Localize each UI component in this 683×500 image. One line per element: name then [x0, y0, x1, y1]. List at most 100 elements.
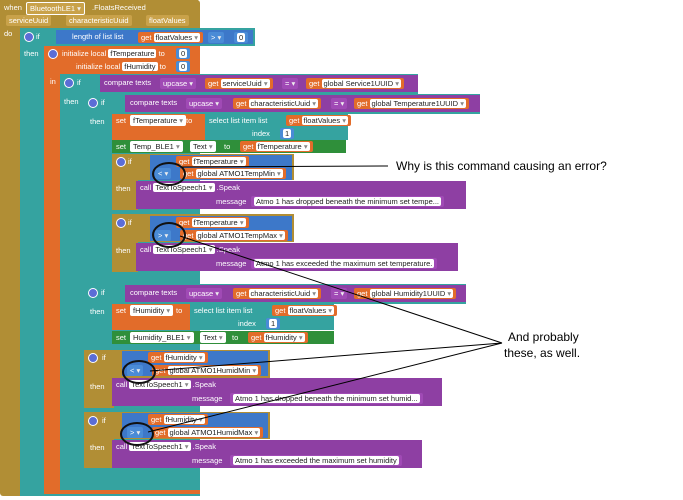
to-label-2: to [224, 142, 231, 151]
text-prop-field-2[interactable]: Text ▾ [200, 332, 226, 343]
index-one-1[interactable]: 1 [280, 128, 295, 139]
select-list-item-label-2: select list item list [194, 306, 253, 315]
then-label-1: then [24, 49, 39, 58]
get-floatValues-2[interactable]: get floatValues ▾ [286, 115, 351, 126]
then-label-7: then [90, 382, 105, 391]
humid-ble-field[interactable]: Humidity_BLE1 ▾ [130, 332, 194, 343]
get-humidmax[interactable]: get global ATMO1HumidMax ▾ [152, 427, 264, 438]
then-label-4: then [116, 184, 131, 193]
call-label-1: call TextToSpeech1 ▾ .Speak [140, 183, 240, 192]
get-humidmin[interactable]: get global ATMO1HumidMin ▾ [152, 365, 262, 376]
get-humidity1uuid[interactable]: get global Humidity1UUID ▾ [354, 288, 457, 299]
gear-icon-6[interactable] [116, 218, 126, 228]
annotation-ring-2 [152, 222, 186, 248]
to-label-3: to [176, 306, 183, 315]
if-label-7: if [102, 353, 106, 362]
get-serviceUuid[interactable]: get serviceUuid ▾ [205, 78, 273, 89]
get-fhumid-2[interactable]: get fHumidity ▾ [148, 352, 208, 363]
param-serviceUuid[interactable]: serviceUuid [6, 15, 52, 26]
zero-number[interactable]: 0 [234, 32, 249, 43]
then-label-5: then [116, 246, 131, 255]
upcase-3[interactable]: upcase ▾ [186, 288, 223, 299]
gear-icon-3[interactable] [64, 78, 74, 88]
if-label-3: if [101, 98, 105, 107]
upcase-2[interactable]: upcase ▾ [186, 98, 223, 109]
init-local-label-2: initialize local fHumidity to [76, 62, 166, 71]
annotation-ring-3 [122, 360, 156, 384]
compare-texts-label-3: compare texts [130, 288, 178, 297]
to-label-4: to [232, 333, 239, 342]
get-ftemp-1[interactable]: get fTemperature ▾ [240, 141, 313, 152]
init-local-label-1: initialize local fTemperature to [62, 49, 165, 58]
text-prop-field-1[interactable]: Text ▾ [190, 141, 216, 152]
zero-temp[interactable]: 0 [176, 48, 191, 59]
message-label-2: message [216, 259, 247, 268]
index-label-1: index [252, 129, 270, 138]
get-ftemp-3[interactable]: get fTemperature ▾ [176, 217, 249, 228]
then-label-8: then [90, 443, 105, 452]
then-label-6: then [90, 307, 105, 316]
zero-humid[interactable]: 0 [176, 61, 191, 72]
if-label: if [36, 32, 40, 41]
gear-icon-2[interactable] [48, 49, 58, 59]
get-characteristicUuid-2[interactable]: get characteristicUuid ▾ [233, 288, 321, 299]
then-label-3: then [90, 117, 105, 126]
msg-humid-min[interactable]: Atmo 1 has dropped beneath the minimum s… [230, 393, 423, 404]
fhumid-var-field[interactable]: fHumidity ▾ [130, 305, 174, 316]
annotation-probably-1: And probably [508, 330, 579, 344]
get-fhumid-1[interactable]: get fHumidity ▾ [248, 332, 308, 343]
compare-texts-label-2: compare texts [130, 98, 178, 107]
do-label: do [4, 29, 13, 38]
when-label: when [4, 3, 22, 12]
then-label-2: then [64, 97, 79, 106]
get-temperature1uuid[interactable]: get global Temperature1UUID ▾ [354, 98, 469, 109]
ftemp-var-field[interactable]: fTemperature ▾ [130, 115, 187, 126]
if-label-5: if [128, 218, 132, 227]
get-tempmin[interactable]: get global ATMO1TempMin ▾ [180, 168, 286, 179]
get-characteristicUuid-1[interactable]: get characteristicUuid ▾ [233, 98, 321, 109]
message-label-4: message [192, 456, 223, 465]
upcase-1[interactable]: upcase ▾ [160, 78, 197, 89]
set-label-2: set [116, 142, 127, 151]
get-fhumid-3[interactable]: get fHumidity ▾ [148, 414, 208, 425]
eq-2[interactable]: = ▾ [331, 98, 348, 109]
param-characteristicUuid[interactable]: characteristicUuid [66, 15, 132, 26]
param-floatValues[interactable]: floatValues [146, 15, 189, 26]
set-label-4: set [116, 333, 127, 342]
set-label-3: set [116, 306, 127, 315]
annotation-ring-1 [152, 162, 186, 186]
gear-icon-7[interactable] [88, 288, 98, 298]
get-tempmax[interactable]: get global ATMO1TempMax ▾ [180, 230, 288, 241]
gear-icon-4[interactable] [88, 98, 98, 108]
annotation-question: Why is this command causing an error? [396, 159, 607, 173]
message-label-3: message [192, 394, 223, 403]
if-label-8: if [102, 416, 106, 425]
event-name: .FloatsReceived [92, 3, 146, 12]
temp-ble-field[interactable]: Temp_BLE1 ▾ [130, 141, 183, 152]
message-label-1: message [216, 197, 247, 206]
gear-icon-8[interactable] [88, 353, 98, 363]
component-dropdown[interactable]: BluetoothLE1 ▾ [26, 2, 85, 15]
eq-1[interactable]: = ▾ [282, 78, 299, 89]
get-ftemp-2[interactable]: get fTemperature ▾ [176, 156, 249, 167]
get-floatValues-3[interactable]: get floatValues ▾ [272, 305, 337, 316]
index-one-2[interactable]: 1 [266, 318, 281, 329]
msg-humid-max[interactable]: Atmo 1 has exceeded the maximum set humi… [230, 455, 402, 466]
if-label-6: if [101, 288, 105, 297]
annotation-ring-4 [120, 422, 154, 446]
get-floatValues[interactable]: get floatValues ▾ [138, 32, 203, 43]
gear-icon[interactable] [24, 32, 34, 42]
index-label-2: index [238, 319, 256, 328]
gt-operator[interactable]: > ▾ [208, 32, 225, 43]
eq-3[interactable]: = ▾ [331, 288, 348, 299]
set-label-1: set [116, 116, 127, 125]
gear-icon-5[interactable] [116, 157, 126, 167]
gear-icon-9[interactable] [88, 416, 98, 426]
msg-temp-max[interactable]: Atmo 1 has exceeded the maximum set temp… [251, 258, 438, 269]
get-service1uuid[interactable]: get global Service1UUID ▾ [306, 78, 405, 89]
select-list-item-label-1: select list item list [209, 116, 268, 125]
call-label-2: call TextToSpeech1 ▾ .Speak [140, 245, 240, 254]
annotation-probably-2: these, as well. [504, 346, 581, 360]
compare-texts-label-1: compare texts [104, 78, 152, 87]
msg-temp-min[interactable]: Atmo 1 has dropped beneath the minimum s… [251, 196, 445, 207]
